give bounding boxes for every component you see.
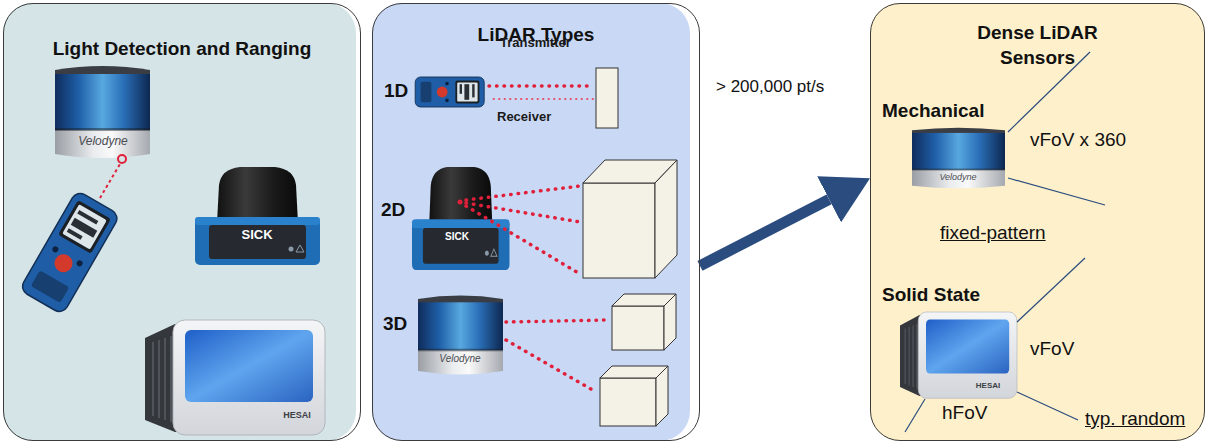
fov-label: vFoV xyxy=(1030,338,1074,360)
mechanical-lidar xyxy=(912,128,1005,189)
panel-ground xyxy=(870,3,1205,441)
label-holder: hFoV xyxy=(942,402,987,424)
label-holder: 1D xyxy=(384,80,408,102)
label-holder: 2D xyxy=(381,199,405,221)
logo-text: SICK xyxy=(241,228,272,243)
label-holder: Receiver xyxy=(497,110,551,125)
type-label: 3D xyxy=(383,313,407,335)
solid-state-lidar xyxy=(900,312,1017,398)
panel-title: Dense LiDAR Sensors xyxy=(950,21,1125,70)
label-holder: Velodyne xyxy=(439,353,480,365)
target-object xyxy=(583,160,677,278)
label-holder: HESAI xyxy=(976,381,1000,390)
section-heading: Mechanical xyxy=(882,100,984,122)
target-object xyxy=(600,294,676,426)
label-holder: SICK xyxy=(445,231,469,243)
label-holder: vFoV xyxy=(1030,338,1074,360)
label-holder: 3D xyxy=(383,313,407,335)
logo-text: Velodyne xyxy=(78,135,128,149)
label-holder: Solid State xyxy=(882,284,980,306)
logo-text: Velodyne xyxy=(439,353,480,365)
label-holder: Transmitter xyxy=(500,36,571,51)
2d-scanner xyxy=(412,167,510,270)
fov-label: hFoV xyxy=(942,402,987,424)
rate-label: > 200,000 pt/s xyxy=(714,76,826,98)
label-holder: Velodyne xyxy=(939,172,976,182)
target-object xyxy=(596,68,618,128)
panel-title: Light Detection and Ranging xyxy=(17,37,347,62)
signal-label: Transmitter xyxy=(500,36,571,51)
label-holder: Mechanical xyxy=(882,100,984,122)
logo-text: Velodyne xyxy=(939,172,976,182)
laser-dot xyxy=(458,200,463,205)
return-beam xyxy=(489,98,593,100)
laser-beam xyxy=(466,186,580,274)
flow-arrow xyxy=(700,199,829,266)
panel-box: Light Detection and Ranging xyxy=(3,3,361,441)
panel-ground xyxy=(3,3,356,441)
label-holder: > 200,000 pt/s xyxy=(714,76,826,98)
rangefinder xyxy=(415,77,484,107)
label-holder: HESAI xyxy=(283,410,311,420)
section-heading: Solid State xyxy=(882,284,980,306)
laser-beam xyxy=(489,84,593,88)
mechanical-lidar xyxy=(418,295,503,374)
laser-dot xyxy=(118,155,126,163)
logo-text: SICK xyxy=(445,231,469,243)
panel-ground xyxy=(372,3,690,441)
rangefinder xyxy=(19,190,120,315)
label-holder: vFoV x 360 xyxy=(1030,129,1126,151)
type-label: 2D xyxy=(381,199,405,221)
logo-text: HESAI xyxy=(283,410,311,420)
laser-beam xyxy=(506,320,608,392)
solid-state-lidar xyxy=(145,320,325,435)
label-holder: fixed-pattern xyxy=(940,222,1046,244)
fov-line xyxy=(1008,52,1105,205)
panel-box: LiDAR Types xyxy=(372,3,700,441)
mechanical-lidar xyxy=(55,66,150,158)
2d-scanner xyxy=(195,167,320,265)
label-holder: Velodyne xyxy=(78,135,128,149)
label-holder: typ. random xyxy=(1085,408,1185,430)
pattern-label: typ. random xyxy=(1085,408,1185,430)
laser-beam xyxy=(100,164,120,198)
type-label: 1D xyxy=(384,80,408,102)
fov-label: vFoV x 360 xyxy=(1030,129,1126,151)
signal-label: Receiver xyxy=(497,110,551,125)
pattern-label: fixed-pattern xyxy=(940,222,1046,244)
label-holder: SICK xyxy=(241,228,272,243)
logo-text: HESAI xyxy=(976,381,1000,390)
